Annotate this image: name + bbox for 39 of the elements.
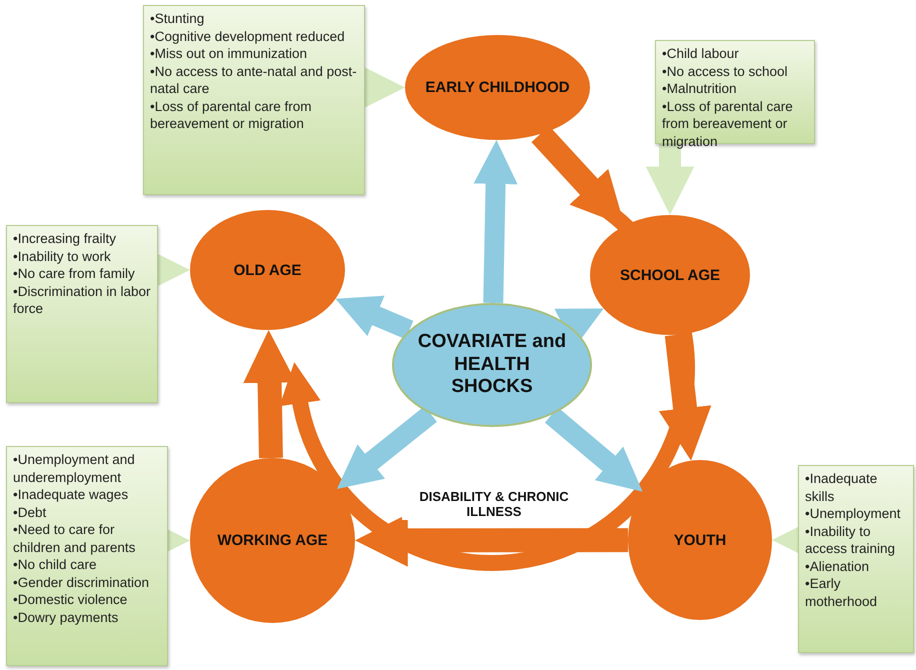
bullet-item: •Malnutrition — [662, 80, 738, 98]
bullet-item: •Inability to work — [13, 248, 112, 266]
callout-box — [6, 225, 158, 403]
bullet-item: •Alienation — [805, 558, 870, 576]
block-arrow — [646, 144, 694, 215]
bullet-item: •Inadequate skills — [805, 470, 878, 506]
bullet-item: •Unemployment and underemployment — [13, 451, 136, 486]
bullet-item: •Miss out on immunization — [150, 45, 308, 63]
stage-title: COVARIATE and HEALTH SHOCKS — [416, 330, 568, 400]
bullet-item: •Unemployment — [805, 505, 902, 523]
callout-box — [798, 465, 914, 653]
bullet-item: •No care from family — [13, 265, 136, 283]
bullet-item: •Debt — [13, 504, 48, 522]
stage-title: OLD AGE — [232, 262, 302, 278]
bullet-item: •No access to school — [662, 62, 789, 80]
bullet-item: •No child care — [13, 556, 98, 574]
bullet-item: •No access to ante-natal and post-natal care — [150, 62, 358, 98]
bullet-item: •Domestic violence — [13, 591, 128, 609]
bullet-item: •Need to care for children and parents — [13, 521, 136, 556]
callout-box — [6, 446, 168, 666]
bullet-item: •Loss of parental care from bereavement or migration — [150, 98, 313, 133]
bullet-item: •Child labour — [662, 45, 740, 63]
bullet-item: •Discrimination in labor force — [13, 282, 151, 318]
bullet-item: •Gender discrimination — [13, 574, 150, 592]
stage-title: WORKING AGE — [216, 532, 329, 549]
stage-title: EARLY CHILDHOOD — [424, 79, 571, 96]
callout-box — [143, 5, 365, 195]
bullet-item: •Inadequate wages — [13, 486, 130, 504]
block-arrow — [474, 140, 518, 304]
bullet-item: •Early motherhood — [805, 575, 878, 610]
stage-title: YOUTH — [672, 532, 728, 548]
bullet-item: •Cognitive development reduced — [150, 28, 346, 46]
block-arrow — [658, 333, 712, 462]
bullet-item: •Increasing frailty — [13, 230, 118, 248]
bullet-item: •Stunting — [150, 10, 206, 28]
bullet-item: •Dowry payments — [13, 608, 120, 626]
bullet-item: •Inability to access training — [805, 522, 896, 558]
stage-title: SCHOOL AGE — [618, 266, 721, 284]
bullet-item: •Loss of parental care from bereavement or migration — [662, 98, 794, 150]
